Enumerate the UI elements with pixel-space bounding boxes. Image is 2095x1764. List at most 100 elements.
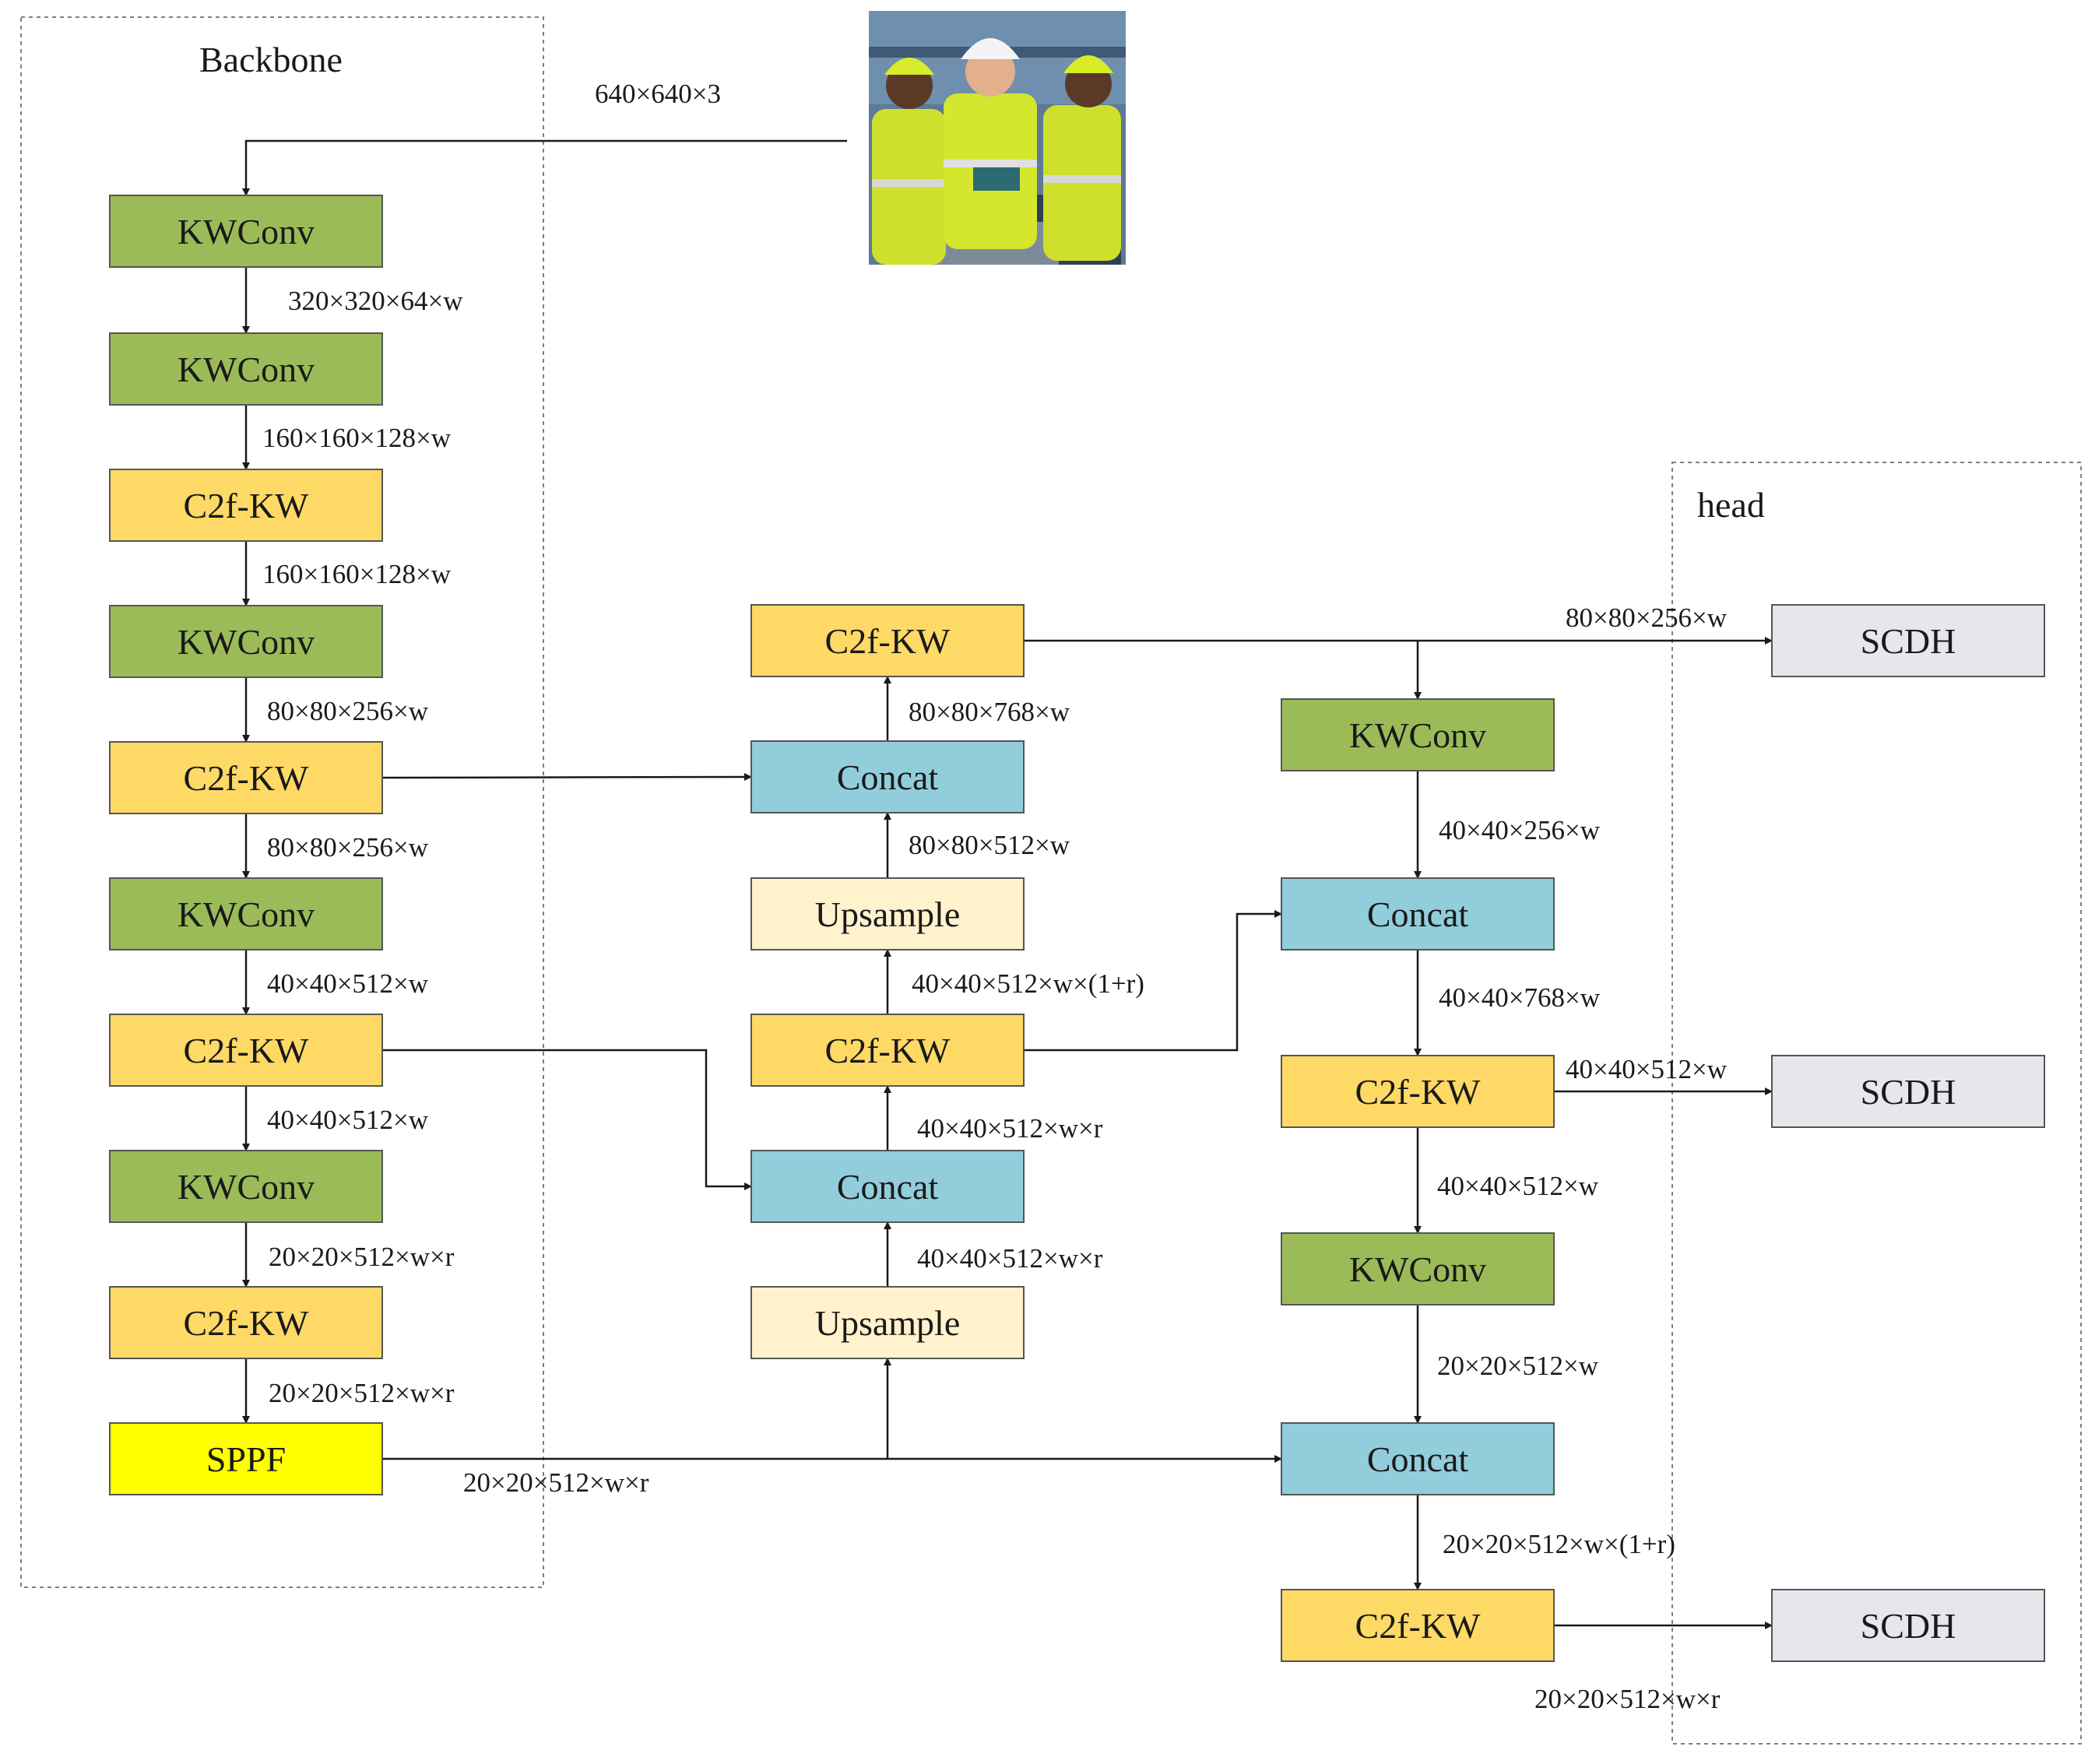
node-box — [1281, 1422, 1555, 1495]
node-box — [1281, 698, 1555, 771]
node-b9-c2f-kw: C2f-KW — [109, 1286, 383, 1359]
edge-label-e-b7-b8: 40×40×512×w — [267, 1105, 429, 1135]
node-label: Concat — [837, 757, 939, 797]
node-r5-concat: Concat — [1281, 1422, 1555, 1495]
edge-label-e-m2-m1: 80×80×768×w — [909, 697, 1070, 727]
node-b6-kwconv: KWConv — [109, 877, 383, 951]
node-h3-scdh: SCDH — [1771, 1589, 2045, 1662]
node-label: SCDH — [1861, 621, 1956, 661]
node-label: C2f-KW — [825, 1031, 951, 1070]
node-box — [1281, 1232, 1555, 1305]
edge-label-e-m6-m5: 40×40×512×w×r — [917, 1243, 1103, 1274]
node-box — [109, 1422, 383, 1495]
edge-label-e-b6-b7: 40×40×512×w — [267, 968, 429, 999]
edge-label-e-m5-m4: 40×40×512×w×r — [917, 1113, 1103, 1144]
edge-label-e-b2-b3: 160×160×128×w — [262, 423, 452, 453]
node-label: Concat — [837, 1167, 939, 1207]
node-label: Concat — [1367, 1439, 1469, 1479]
node-box — [1771, 1589, 2045, 1662]
edge-label-e-b8-b9: 20×20×512×w×r — [269, 1242, 455, 1272]
node-m5-concat: Concat — [750, 1150, 1025, 1223]
edge-label-e-r4-r5: 20×20×512×w — [1437, 1351, 1599, 1381]
node-box — [750, 1150, 1025, 1223]
node-label: SPPF — [206, 1439, 286, 1479]
edge-label-e-r6-h3: 20×20×512×w×r — [1534, 1684, 1721, 1714]
node-box — [109, 1014, 383, 1087]
edge-label-e-r5-r6: 20×20×512×w×(1+r) — [1443, 1529, 1675, 1559]
group-title-head: head — [1697, 485, 1765, 525]
node-b3-c2f-kw: C2f-KW — [109, 469, 383, 542]
node-label: C2f-KW — [1355, 1072, 1482, 1112]
edge-b5-m2 — [381, 773, 752, 782]
node-b7-c2f-kw: C2f-KW — [109, 1014, 383, 1087]
node-b5-c2f-kw: C2f-KW — [109, 741, 383, 814]
node-box — [750, 740, 1025, 813]
node-box — [1771, 1055, 2045, 1128]
node-box — [1281, 1055, 1555, 1128]
edge-label-e-m1-h1: 80×80×256×w — [1566, 603, 1728, 633]
edge-m4-r2 — [1024, 910, 1282, 1052]
node-r1-kwconv: KWConv — [1281, 698, 1555, 771]
edge-label-e-m3-m2: 80×80×512×w — [909, 830, 1070, 860]
node-r3-c2f-kw: C2f-KW — [1281, 1055, 1555, 1128]
node-b10-sppf: SPPF — [109, 1422, 383, 1495]
node-m1-c2f-kw: C2f-KW — [750, 604, 1025, 677]
node-label: KWConv — [1349, 715, 1486, 755]
edge-label-e-sppf-out: 20×20×512×w×r — [463, 1467, 649, 1498]
node-label: C2f-KW — [825, 621, 951, 661]
input-image — [869, 11, 1126, 265]
edge-input-b1 — [242, 139, 847, 196]
node-box — [109, 195, 383, 268]
node-h1-scdh: SCDH — [1771, 604, 2045, 677]
node-label: Concat — [1367, 894, 1469, 934]
node-r6-c2f-kw: C2f-KW — [1281, 1589, 1555, 1662]
group-backbone — [20, 16, 544, 1588]
node-label: KWConv — [178, 1167, 315, 1207]
group-title-backbone: Backbone — [199, 40, 343, 79]
node-label: C2f-KW — [184, 1031, 310, 1070]
node-b2-kwconv: KWConv — [109, 332, 383, 406]
node-label: C2f-KW — [184, 1303, 310, 1343]
node-label: KWConv — [178, 894, 315, 934]
node-label: KWConv — [1349, 1249, 1486, 1289]
node-box — [1281, 1589, 1555, 1662]
node-h2-scdh: SCDH — [1771, 1055, 2045, 1128]
edge-label-e-r1-r2: 40×40×256×w — [1439, 815, 1601, 845]
node-box — [109, 469, 383, 542]
node-label: SCDH — [1861, 1606, 1956, 1646]
node-label: KWConv — [178, 622, 315, 662]
edge-label-e-b3-b4: 160×160×128×w — [262, 559, 452, 589]
edge-label-e-r3-h2: 40×40×512×w — [1566, 1054, 1728, 1084]
node-b1-kwconv: KWConv — [109, 195, 383, 268]
node-box — [750, 877, 1025, 951]
node-b4-kwconv: KWConv — [109, 605, 383, 678]
node-label: C2f-KW — [184, 758, 310, 798]
edge-b7-m5 — [382, 1049, 752, 1190]
node-m3-upsample: Upsample — [750, 877, 1025, 951]
node-label: Upsample — [815, 894, 961, 934]
input-size-label: 640×640×3 — [595, 79, 721, 109]
node-b8-kwconv: KWConv — [109, 1150, 383, 1223]
node-box — [109, 741, 383, 814]
node-m4-c2f-kw: C2f-KW — [750, 1014, 1025, 1087]
node-m2-concat: Concat — [750, 740, 1025, 813]
node-r2-concat: Concat — [1281, 877, 1555, 951]
node-box — [109, 1286, 383, 1359]
node-box — [109, 332, 383, 406]
edge-label-e-m4-m3: 40×40×512×w×(1+r) — [912, 968, 1144, 999]
node-label: C2f-KW — [184, 486, 310, 525]
edge-label-e-b4-b5: 80×80×256×w — [267, 696, 429, 726]
node-box — [109, 877, 383, 951]
node-box — [750, 1014, 1025, 1087]
node-m6-upsample: Upsample — [750, 1286, 1025, 1359]
edge-label-e-r2-r3: 40×40×768×w — [1439, 982, 1601, 1013]
edge-label-e-b5-b6: 80×80×256×w — [267, 832, 429, 863]
edge-label-e-r3-r4: 40×40×512×w — [1437, 1171, 1599, 1201]
group-head — [1671, 462, 2082, 1745]
edge-label-e-b9-b10: 20×20×512×w×r — [269, 1378, 455, 1408]
node-label: SCDH — [1861, 1072, 1956, 1112]
node-label: Upsample — [815, 1303, 961, 1343]
edge-label-e-b1-b2: 320×320×64×w — [288, 286, 463, 316]
node-box — [1281, 877, 1555, 951]
node-box — [109, 605, 383, 678]
